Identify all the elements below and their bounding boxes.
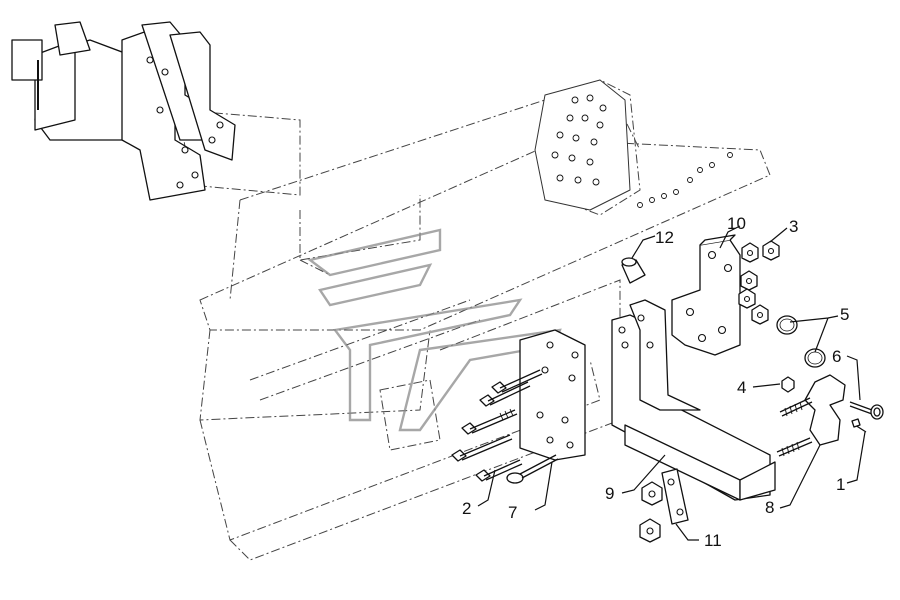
part-2-bolts: [451, 369, 543, 482]
callout-5: 5: [840, 305, 849, 324]
callout-8: 8: [765, 498, 774, 517]
watermark-logo: [307, 228, 562, 432]
part-5-rings: [776, 315, 826, 368]
callout-2: 2: [462, 499, 471, 518]
callout-1: 1: [836, 475, 845, 494]
callout-11: 11: [704, 531, 722, 550]
callout-12: 12: [655, 228, 674, 247]
callout-6: 6: [832, 347, 841, 366]
side-plate-left: [519, 329, 586, 461]
leader-lines: [477, 225, 866, 541]
part-8-hitch-hook: [776, 374, 846, 457]
part-1-small-bolt: [851, 418, 867, 433]
callout-3: 3: [789, 217, 798, 236]
callout-4: 4: [737, 378, 746, 397]
perforated-frame-plate: [534, 79, 733, 211]
part-3-nuts: [738, 240, 780, 325]
part-9-drawbar-beam: [611, 299, 776, 501]
part-10-mounting-plate: [671, 234, 741, 356]
part-11-strap: [639, 468, 689, 543]
callout-labels: 1 2 3 4 5 6 7 8 9 10 11 12: [462, 214, 849, 550]
assembled-hitch-reference: [11, 21, 236, 201]
callout-9: 9: [605, 484, 614, 503]
callout-10: 10: [727, 214, 746, 233]
callout-7: 7: [508, 503, 517, 522]
part-12-bushing: [621, 257, 646, 284]
part-6-pin: [849, 401, 884, 420]
part-4-nut: [781, 376, 795, 393]
